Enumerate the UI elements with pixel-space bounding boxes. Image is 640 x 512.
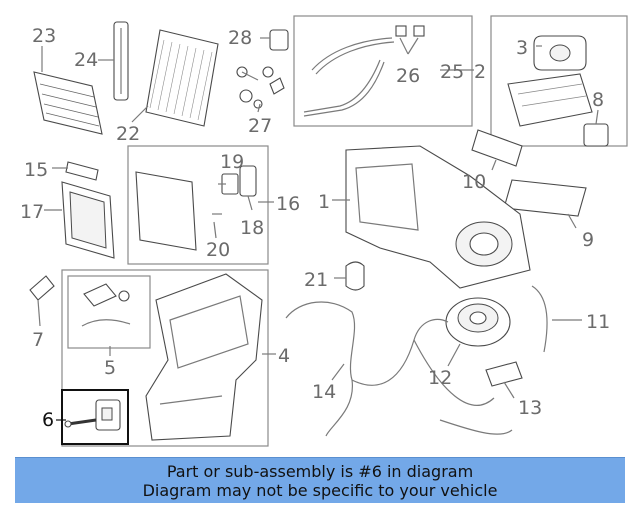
callout-22: 22 xyxy=(116,123,140,145)
part-27-hardware xyxy=(236,66,285,109)
callout-8: 8 xyxy=(592,89,604,111)
part-21-seal xyxy=(345,261,365,291)
callout-26: 26 xyxy=(396,65,420,87)
exploded-parts-diagram: 1 2 3 4 5 6 7 8 9 10 11 12 13 14 15 16 1… xyxy=(20,15,628,447)
callout-13: 13 xyxy=(518,397,542,419)
callout-5: 5 xyxy=(104,357,116,379)
callout-16: 16 xyxy=(276,193,300,215)
part-5-linkage xyxy=(81,283,131,327)
callout-11: 11 xyxy=(586,311,610,333)
group-box-2 xyxy=(490,15,628,147)
group-box-25 xyxy=(293,15,473,127)
callout-18: 18 xyxy=(240,217,264,239)
group-box-16 xyxy=(127,145,269,265)
callout-4: 4 xyxy=(278,345,290,367)
part-9-filter xyxy=(503,179,587,217)
part-info-banner: Part or sub-assembly is #6 in diagram Di… xyxy=(15,457,625,503)
part-15-switch xyxy=(65,161,99,181)
callout-10: 10 xyxy=(462,171,486,193)
part-24-bracket xyxy=(113,21,129,101)
callout-24: 24 xyxy=(74,49,98,71)
part-6-actuator xyxy=(64,399,121,431)
callout-labels: 1 2 3 4 5 6 7 8 9 10 11 12 13 14 15 16 1… xyxy=(20,25,610,431)
banner-line-part: Part or sub-assembly is #6 in diagram xyxy=(166,461,474,481)
group-box-4 xyxy=(61,269,269,447)
leader-lines xyxy=(37,37,599,399)
highlight-box-part-6 xyxy=(61,389,129,445)
callout-28: 28 xyxy=(228,27,252,49)
part-17-frame xyxy=(61,181,115,259)
callout-27: 27 xyxy=(248,115,272,137)
group-box-5 xyxy=(67,275,151,349)
part-14-harness xyxy=(285,301,513,437)
callout-1: 1 xyxy=(318,191,330,213)
callout-25: 25 xyxy=(440,61,464,83)
part-11-hose xyxy=(531,285,548,353)
callout-20: 20 xyxy=(206,239,230,261)
callout-3: 3 xyxy=(516,37,528,59)
part-16-module xyxy=(135,165,257,251)
callout-9: 9 xyxy=(582,229,594,251)
callout-23: 23 xyxy=(32,25,56,47)
part-23-panel xyxy=(33,71,103,135)
callout-7: 7 xyxy=(32,329,44,351)
callout-14: 14 xyxy=(312,381,336,403)
callout-6: 6 xyxy=(42,409,54,431)
callout-2: 2 xyxy=(474,61,486,83)
callout-15: 15 xyxy=(24,159,48,181)
part-2-3-8-assembly xyxy=(507,35,609,147)
part-28-clip xyxy=(269,29,289,51)
part-7-bracket xyxy=(29,275,55,301)
part-25-lines xyxy=(303,25,425,117)
callout-19: 19 xyxy=(220,151,244,173)
callout-21: 21 xyxy=(304,269,328,291)
callout-12: 12 xyxy=(428,367,452,389)
part-1-hvac-housing xyxy=(345,145,531,289)
part-22-evaporator xyxy=(145,29,219,127)
part-12-blower-motor xyxy=(445,297,511,347)
banner-line-disclaimer: Diagram may not be specific to your vehi… xyxy=(142,480,498,500)
part-4-lower-housing xyxy=(145,273,263,441)
callout-17: 17 xyxy=(20,201,44,223)
part-10-bracket xyxy=(471,129,523,167)
part-13-resistor xyxy=(485,361,523,387)
